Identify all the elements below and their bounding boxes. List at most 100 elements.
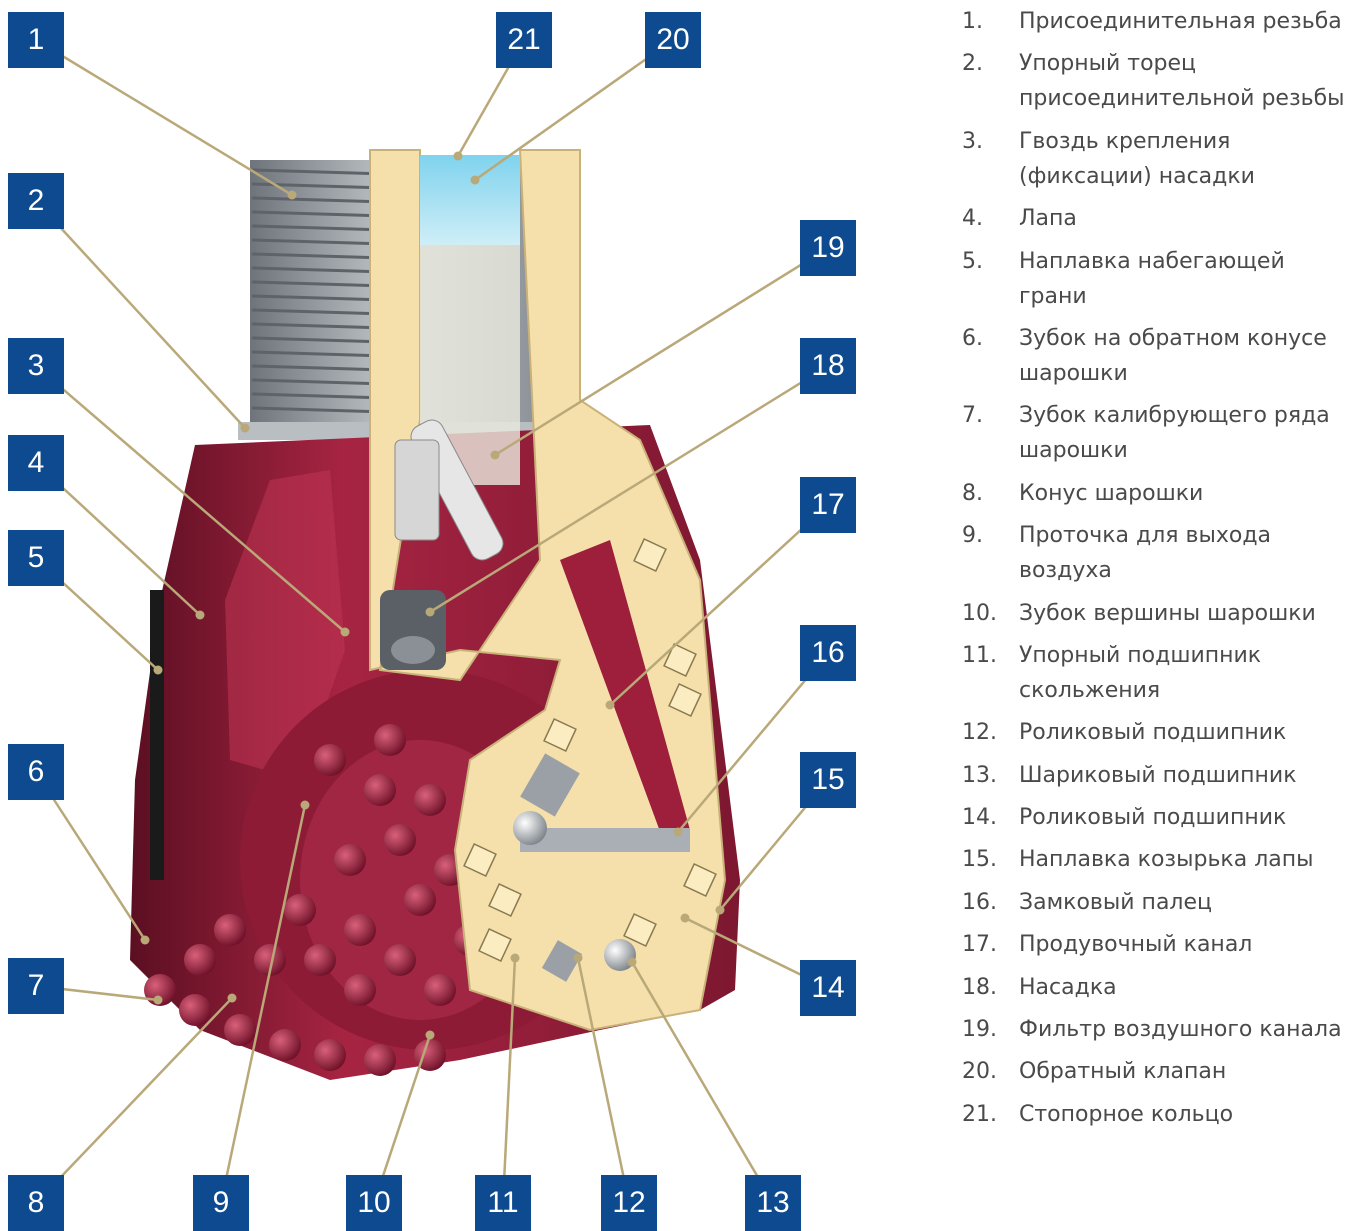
tooth-insert <box>344 914 376 946</box>
legend-text: Конус шарошки <box>1019 476 1354 511</box>
legend-number: 7. <box>962 398 1019 468</box>
legend-text: Продувочный канал <box>1019 927 1354 962</box>
callout-14: 14 <box>800 960 856 1016</box>
leader-dot-15 <box>716 906 725 915</box>
callout-15: 15 <box>800 752 856 808</box>
legend-item-12: 12.Роликовый подшипник <box>962 715 1354 750</box>
legend-item-3: 3.Гвоздь крепления (фиксации) насадки <box>962 124 1354 194</box>
legend-item-10: 10.Зубок вершины шарошки <box>962 596 1354 631</box>
legend-number: 17. <box>962 927 1019 962</box>
legend-item-8: 8.Конус шарошки <box>962 476 1354 511</box>
legend-text: Гвоздь крепления (фиксации) насадки <box>1019 124 1354 194</box>
legend-item-5: 5.Наплавка набегающей грани <box>962 244 1354 314</box>
leader-dot-2 <box>241 424 250 433</box>
legend-text: Зубок вершины шарошки <box>1019 596 1354 631</box>
tooth-insert <box>404 884 436 916</box>
leader-dot-11 <box>511 954 520 963</box>
tooth-insert <box>364 1044 396 1076</box>
leader-dot-3 <box>341 628 350 637</box>
callout-4: 4 <box>8 435 64 491</box>
legend-item-17: 17.Продувочный канал <box>962 927 1354 962</box>
drill-bit-illustration <box>0 0 940 1225</box>
leader-dot-9 <box>301 801 310 810</box>
leader-dot-16 <box>674 828 683 837</box>
legend-item-2: 2.Упорный торец присоединительной резьбы <box>962 46 1354 116</box>
legend-text: Насадка <box>1019 970 1354 1005</box>
legend-item-6: 6.Зубок на обратном конусе шарошки <box>962 321 1354 391</box>
callout-6: 6 <box>8 744 64 800</box>
legend-number: 19. <box>962 1012 1019 1047</box>
leader-dot-17 <box>606 701 615 710</box>
callout-7: 7 <box>8 958 64 1014</box>
leader-dot-12 <box>574 954 583 963</box>
legend-text: Обратный клапан <box>1019 1054 1354 1089</box>
legend-text: Замковый палец <box>1019 885 1354 920</box>
callout-9: 9 <box>193 1175 249 1231</box>
legend-text: Присоединительная резьба <box>1019 4 1354 39</box>
callout-10: 10 <box>346 1175 402 1231</box>
legend-text: Наплавка козырька лапы <box>1019 842 1354 877</box>
tooth-insert <box>364 774 396 806</box>
legend-text: Лапа <box>1019 201 1354 236</box>
legend-number: 18. <box>962 970 1019 1005</box>
tooth-insert <box>214 914 246 946</box>
legend-number: 12. <box>962 715 1019 750</box>
legend-number: 5. <box>962 244 1019 314</box>
legend-item-15: 15.Наплавка козырька лапы <box>962 842 1354 877</box>
legend-item-21: 21.Стопорное кольцо <box>962 1097 1354 1132</box>
callout-11: 11 <box>475 1175 531 1231</box>
legend-item-13: 13.Шариковый подшипник <box>962 758 1354 793</box>
legend-number: 10. <box>962 596 1019 631</box>
legend-text: Стопорное кольцо <box>1019 1097 1354 1132</box>
callout-5: 5 <box>8 530 64 586</box>
legend-text: Наплавка набегающей грани <box>1019 244 1354 314</box>
legend-number: 1. <box>962 4 1019 39</box>
legend-item-14: 14.Роликовый подшипник <box>962 800 1354 835</box>
legend-number: 15. <box>962 842 1019 877</box>
leader-dot-1 <box>288 191 297 200</box>
legend-number: 4. <box>962 201 1019 236</box>
leader-dot-5 <box>154 666 163 675</box>
callout-19: 19 <box>800 220 856 276</box>
legend-text: Проточка для выхода воздуха <box>1019 518 1354 588</box>
tooth-insert <box>344 974 376 1006</box>
tooth-insert <box>304 944 336 976</box>
legend-number: 8. <box>962 476 1019 511</box>
callout-13: 13 <box>745 1175 801 1231</box>
tooth-insert <box>384 944 416 976</box>
legend-number: 6. <box>962 321 1019 391</box>
legend-text: Роликовый подшипник <box>1019 800 1354 835</box>
callout-20: 20 <box>645 12 701 68</box>
legend-item-4: 4.Лапа <box>962 201 1354 236</box>
leader-dot-4 <box>196 611 205 620</box>
leader-dot-18 <box>426 608 435 617</box>
leader-line-8 <box>36 998 232 1203</box>
leader-dot-7 <box>154 996 163 1005</box>
leader-dot-20 <box>471 176 480 185</box>
legend-text: Роликовый подшипник <box>1019 715 1354 750</box>
legend-text: Шариковый подшипник <box>1019 758 1354 793</box>
legend-item-19: 19.Фильтр воздушного канала <box>962 1012 1354 1047</box>
tooth-insert <box>374 724 406 756</box>
leader-dot-21 <box>454 152 463 161</box>
callout-21: 21 <box>496 12 552 68</box>
legend-item-20: 20.Обратный клапан <box>962 1054 1354 1089</box>
leader-dot-10 <box>426 1031 435 1040</box>
legend-text: Упорный подшипник скольжения <box>1019 638 1354 708</box>
callout-2: 2 <box>8 173 64 229</box>
legend-number: 3. <box>962 124 1019 194</box>
legend-number: 11. <box>962 638 1019 708</box>
legend-number: 13. <box>962 758 1019 793</box>
callout-3: 3 <box>8 338 64 394</box>
legend-number: 21. <box>962 1097 1019 1132</box>
legend-number: 16. <box>962 885 1019 920</box>
legend-text: Зубок калибрующего ряда шарошки <box>1019 398 1354 468</box>
legend-number: 20. <box>962 1054 1019 1089</box>
legend-list: 1.Присоединительная резьба 2.Упорный торе… <box>962 4 1354 1139</box>
leader-dot-8 <box>228 994 237 1003</box>
legend-number: 2. <box>962 46 1019 116</box>
tooth-insert <box>314 1039 346 1071</box>
tooth-insert <box>314 744 346 776</box>
legend-item-11: 11.Упорный подшипник скольжения <box>962 638 1354 708</box>
tooth-insert <box>224 1014 256 1046</box>
